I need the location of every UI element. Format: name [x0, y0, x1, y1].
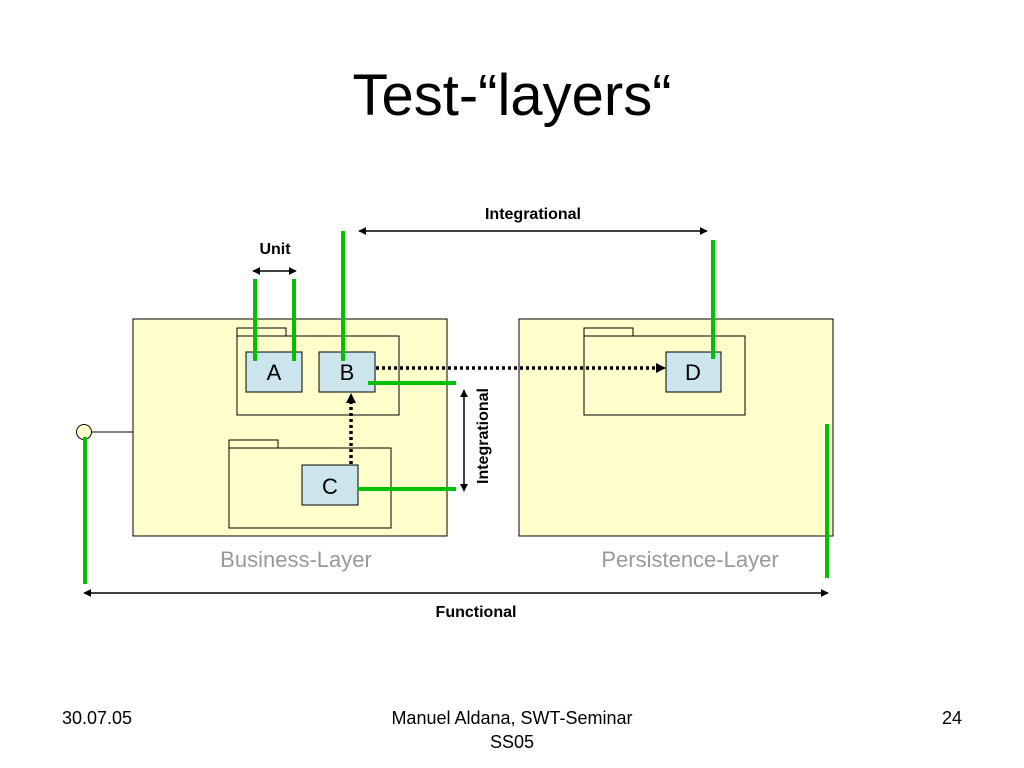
persistence-layer-label: Persistence-Layer — [601, 547, 778, 572]
footer-date: 30.07.05 — [62, 708, 133, 728]
unit-label: Unit — [259, 241, 291, 258]
component-c — [301, 464, 359, 506]
package-tab-ab — [236, 327, 287, 337]
footer-page-number: 24 — [941, 708, 962, 728]
dependency-b-to-d-arrowhead — [656, 363, 666, 373]
footer-author-line2: SS05 — [489, 732, 535, 752]
component-b-label: B — [340, 360, 355, 385]
package-tab-d — [583, 327, 634, 337]
functional-label: Functional — [436, 604, 517, 621]
component-c-label: C — [322, 474, 338, 499]
integrational-side-label: Integrational — [475, 388, 492, 484]
footer-author: Manuel Aldana, SWT-Seminar SS05 — [362, 706, 662, 754]
integrational-top-label: Integrational — [485, 206, 581, 223]
component-b — [318, 351, 376, 393]
dependency-c-to-b-arrowhead — [346, 393, 356, 403]
slide-title: Test-“layers“ — [352, 63, 672, 128]
component-d-label: D — [685, 360, 701, 385]
business-layer-label: Business-Layer — [220, 547, 372, 572]
package-tab-c — [228, 439, 279, 449]
component-a-label: A — [267, 360, 282, 385]
footer-author-line1: Manuel Aldana, SWT-Seminar — [391, 708, 633, 728]
